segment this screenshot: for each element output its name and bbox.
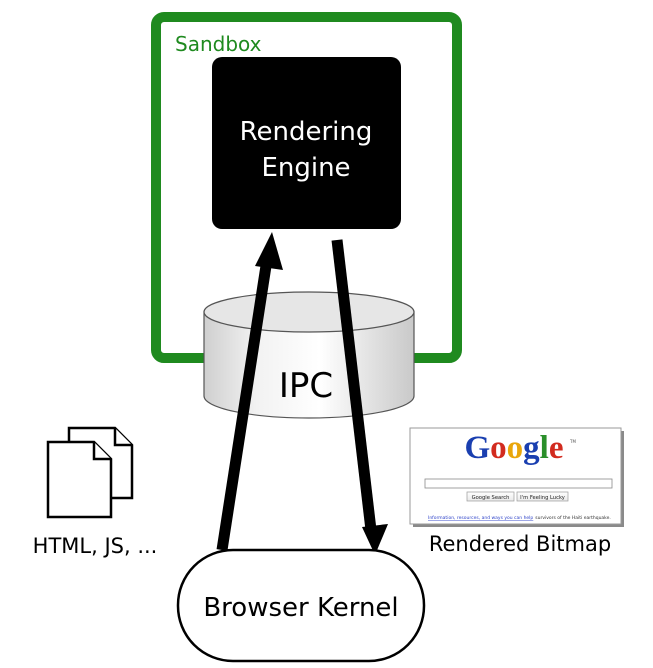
- ipc-cylinder-top: [203, 291, 415, 333]
- footer-text: survivors of the Haiti earthquake.: [535, 515, 611, 521]
- google-search-button: [466, 491, 515, 502]
- search-input: [424, 478, 613, 489]
- svg-text:Google Search: Google Search: [472, 495, 510, 501]
- arrow-up-shaft: [216, 265, 272, 551]
- arrow-down-head: [362, 524, 388, 555]
- documents-label: HTML, JS, ...: [33, 534, 158, 558]
- rendering-engine-label-line2: Engine: [261, 153, 350, 183]
- rendering-engine-box: [212, 57, 401, 229]
- arrow-up-head: [255, 232, 283, 270]
- sandbox-label: Sandbox: [175, 32, 262, 56]
- browser-kernel-box: [176, 548, 426, 663]
- feeling-lucky-button: [516, 491, 569, 502]
- ipc-label: IPC: [279, 366, 333, 406]
- document-icon: [46, 426, 134, 519]
- bitmap-label: Rendered Bitmap: [429, 532, 611, 556]
- svg-text:Information, resources, and wa: Information, resources, and ways you can…: [428, 515, 611, 521]
- google-logo: Google: [465, 430, 564, 466]
- footer-link: Information, resources, and ways you can…: [428, 515, 533, 521]
- rendered-bitmap: Google TM Google Search I'm Feeling Luck…: [409, 427, 624, 527]
- svg-text:I'm Feeling Lucky: I'm Feeling Lucky: [520, 495, 565, 501]
- svg-text:TM: TM: [569, 439, 576, 444]
- arrow-down-shaft: [331, 239, 377, 531]
- rendering-engine-label-line1: Rendering: [240, 117, 373, 147]
- browser-kernel-label: Browser Kernel: [203, 593, 398, 623]
